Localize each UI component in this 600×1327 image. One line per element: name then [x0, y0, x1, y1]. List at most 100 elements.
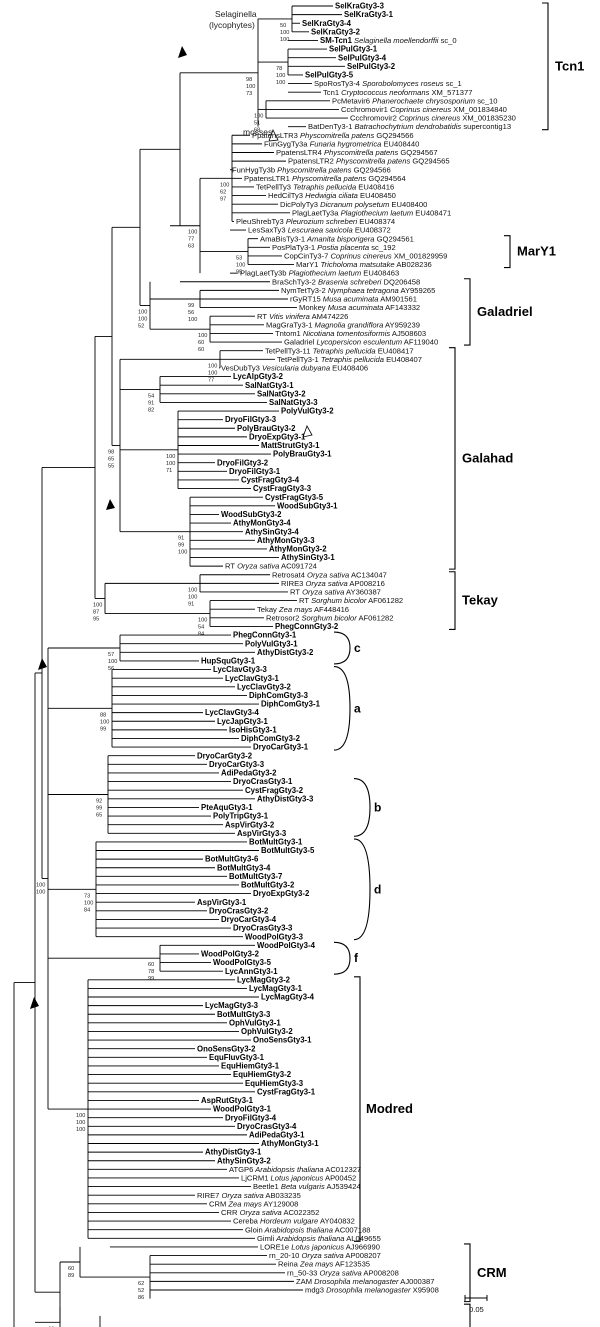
taxon-accession: AF061282 [357, 613, 394, 622]
bootstrap-value: 91 [178, 536, 184, 542]
taxon-name: TetPellTy3-11 [265, 346, 310, 355]
taxon-name: DiphComGty3-2 [241, 734, 301, 743]
bootstrap-value: 99 [96, 805, 102, 811]
taxon-label: SelPulGty3-4 [338, 53, 387, 62]
taxon-accession: AJ966990 [344, 1243, 380, 1252]
taxon-label: DryoExpGty3-1 [249, 432, 306, 441]
taxon-name: IsoHisGty3-1 [229, 725, 277, 734]
taxon-label: LycJapGty3-1 [217, 717, 269, 726]
taxon-name: Ccchromovir2 [350, 114, 397, 123]
taxon-name: HedCilTy3 [268, 191, 303, 200]
taxon-name: Galadriel [284, 338, 315, 347]
taxon-name: DryoFilGty3-1 [229, 467, 281, 476]
taxon-name: AthyMonGty3-4 [233, 519, 291, 528]
taxon-name: AspRutGty3-1 [201, 1096, 254, 1105]
mosses-arrow [268, 128, 279, 142]
taxon-label: SpoRosTy3-4 Sporobolomyces roseus sc_1 [314, 79, 462, 88]
bootstrap-value: 100 [76, 1120, 85, 1126]
taxon-label: rn_50-33 Oryza sativa AP008208 [287, 1268, 399, 1277]
taxon-label: EquHiemGty3-2 [233, 1070, 292, 1079]
subgroup-label: c [354, 641, 361, 655]
taxon-label: SelPulGty3-5 [305, 71, 354, 80]
taxon-name: EquHiemGty3-3 [245, 1079, 304, 1088]
taxon-label: DryoFilGty3-1 [229, 467, 281, 476]
taxon-name: AthyMonGty3-3 [257, 536, 315, 545]
taxon-label: PolyTripGty3-1 [213, 812, 269, 821]
taxon-name: mdg3 [305, 1286, 324, 1295]
bootstrap-value: 73 [84, 893, 90, 899]
taxon-label: Monkey Musa acuminata AF143332 [299, 303, 420, 312]
taxon-label: HedCilTy3 Hedwigia ciliata EU408450 [268, 191, 396, 200]
taxon-name: PpatensLTR1 [244, 174, 290, 183]
taxon-name: AdiPedaGty3-2 [221, 769, 277, 778]
taxon-species: Lotus japonicus [268, 1174, 323, 1183]
taxon-name: DiphComGty3-3 [249, 691, 309, 700]
taxon-label: DicPolyTy3 Dicranum polysetum EU408400 [280, 200, 427, 209]
taxon-accession: AC091724 [279, 562, 317, 571]
bootstrap-value: 100 [100, 719, 109, 725]
taxon-label: Cereba Hordeum vulgare AY040832 [233, 1217, 355, 1226]
taxon-label: LycClavGty3-4 [205, 708, 260, 717]
taxon-name: LycJapGty3-1 [217, 717, 269, 726]
bootstrap-value: 100 [276, 73, 285, 79]
bootstrap-value: 100 [220, 182, 229, 188]
taxon-accession: GQ294561 [375, 234, 414, 243]
taxon-name: BotMultGty3-6 [205, 855, 259, 864]
taxon-label: PolyBrauGty3-1 [273, 450, 332, 459]
taxon-label: SelKraGty3-2 [311, 27, 361, 36]
taxon-label: AthySinGty3-2 [217, 1156, 271, 1165]
bootstrap-value: 95 [236, 270, 242, 276]
taxon-accession: AC012327 [324, 1165, 362, 1174]
taxon-name: AthyMonGty3-1 [261, 1139, 319, 1148]
bootstrap-value: 56 [188, 310, 194, 316]
taxon-accession: EU408440 [381, 139, 419, 148]
taxon-label: SalNatGty3-2 [257, 389, 306, 398]
clade-bracket [542, 2, 549, 131]
taxon-name: CopCinTy3-7 [284, 252, 328, 261]
taxon-name: CystFragGty3-1 [257, 1087, 316, 1096]
taxon-label: PpatensLTR3 Physcomitrella patens GQ2945… [252, 131, 414, 140]
taxon-label: LORE1e Lotus japonicus AJ966990 [260, 1243, 380, 1252]
taxon-accession: EU408406 [330, 364, 368, 373]
bootstrap-value: 77 [188, 237, 194, 243]
taxon-species: Tricholoma matsutake [318, 260, 394, 269]
selaginella-note: Selaginella [215, 9, 257, 19]
taxon-accession: EU408407 [384, 355, 422, 364]
bootstrap-value: 100 [138, 316, 147, 322]
taxon-accession: AY129008 [262, 1199, 299, 1208]
taxon-name: BotMultGty3-3 [217, 1010, 271, 1019]
taxon-label: RIRE7 Oryza sativa AB033235 [197, 1191, 301, 1200]
taxon-label: Gimli Arabidopsis thaliana AL049655 [257, 1234, 381, 1243]
taxon-label: RT Oryza sativa AY360387 [290, 588, 381, 597]
taxon-name: TetPellTy3-1 [277, 355, 319, 364]
taxon-name: EquFluvGty3-1 [209, 1053, 265, 1062]
taxon-label: TetPellTy3-11 Tetraphis pellucida EU4084… [265, 346, 414, 355]
bootstrap-value: 51 [254, 120, 260, 126]
taxon-label: SalNatGty3-1 [245, 381, 294, 390]
taxon-accession: GQ294566 [351, 165, 390, 174]
taxon-name: OphVulGty3-2 [241, 1027, 293, 1036]
bootstrap-value: 100 [178, 550, 187, 556]
bootstrap-value: 100 [108, 659, 117, 665]
taxon-name: rn_50-33 [287, 1268, 317, 1277]
taxon-label: CystFragGty3-5 [265, 493, 324, 502]
taxon-name: DryoCarGty3-1 [253, 743, 309, 752]
taxon-species: Arabidopsis thaliana [274, 1234, 344, 1243]
taxon-name: Cereba [233, 1217, 259, 1226]
taxon-accession: supercontig13 [461, 122, 511, 131]
taxon-label: AspRutGty3-1 [201, 1096, 254, 1105]
taxon-label: PcMetavir6 Phanerochaete chrysosporium s… [332, 96, 497, 105]
taxon-name: Gloin [245, 1225, 263, 1234]
bootstrap-value: 84 [84, 907, 90, 913]
taxon-name: DicPolyTy3 [280, 200, 318, 209]
bootstrap-value: 84 [198, 632, 204, 638]
taxon-label: BatDenTy3-1 Batrachochytrium dendrobatid… [308, 122, 511, 131]
taxon-name: MagGraTy3-1 [266, 320, 312, 329]
bootstrap-value: 100 [93, 602, 102, 608]
taxon-label: TetPellTy3-1 Tetraphis pellucida EU40840… [277, 355, 422, 364]
taxon-label: LycClavGty3-1 [225, 674, 280, 683]
clade-label: Tcn1 [555, 58, 584, 73]
taxon-name: PolyBrauGty3-1 [273, 450, 332, 459]
taxon-label: BotMultGty3-5 [261, 846, 315, 855]
taxon-name: AspVirGty3-2 [225, 820, 275, 829]
